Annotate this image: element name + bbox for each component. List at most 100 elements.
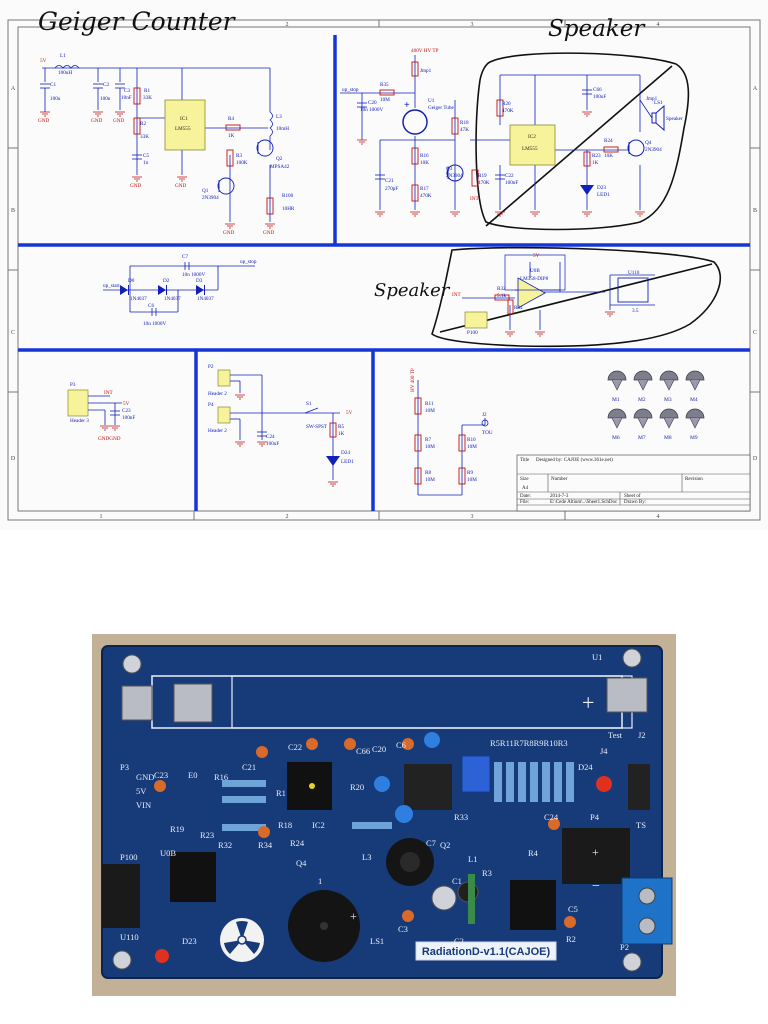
r35-label: R35 (380, 82, 389, 88)
c2-value: 100n (100, 96, 111, 102)
blue-cap (374, 776, 390, 792)
date-value: 2014-7-3 (550, 494, 569, 499)
silk-ts: TS (636, 820, 646, 830)
ls1-label: LS1 (654, 100, 663, 106)
col-label: 1 (100, 22, 103, 28)
r23-label: R23 (592, 153, 601, 159)
silk-c5: C5 (568, 904, 578, 914)
c24-value: 100uF (266, 441, 279, 447)
r7-value: 10M (425, 444, 435, 450)
silk-r19: R19 (170, 824, 184, 834)
row-label: C (11, 330, 15, 336)
file-label: File: (520, 500, 529, 505)
mount-label: M4 (690, 397, 698, 403)
silk-c6: C6 (396, 740, 406, 750)
r16-label: R16 (420, 153, 429, 159)
silk-r16: R16 (214, 772, 228, 782)
q3-part: 2N3904 (446, 173, 463, 179)
c20-label: C20 (368, 100, 377, 106)
p4-name: Header 2 (208, 428, 227, 434)
size-label: Size (520, 477, 529, 482)
r24-value: 10K (604, 153, 613, 159)
d0-part: 1N4037 (130, 296, 147, 302)
col-label: 4 (657, 22, 660, 28)
r24-label: R24 (604, 138, 613, 144)
mount-label: M7 (638, 435, 646, 441)
u1-part: Geiger Tube (428, 105, 454, 111)
int-net: INT (104, 390, 113, 396)
title-label: Title (520, 458, 530, 463)
opamp-symbol (517, 277, 546, 309)
gnd-label: GND (113, 118, 124, 124)
sheet-label: Sheet of (624, 494, 641, 499)
silk-plus: + (350, 909, 357, 923)
silk-c3: C3 (398, 924, 408, 934)
power-switch[interactable] (628, 764, 650, 810)
s1-label: S1 (306, 401, 312, 407)
silk-d24: D24 (578, 762, 593, 772)
c1-value: 100u (50, 96, 61, 102)
gnd-label: GND (91, 118, 102, 124)
r35-value: 10M (380, 97, 390, 103)
geiger-counter-annotation: Geiger Counter (38, 7, 237, 36)
ceramic-caps (154, 738, 576, 928)
silk-r32: R32 (218, 840, 232, 850)
col-label: 3 (471, 514, 474, 520)
silk-u0b: U0B (160, 848, 176, 858)
r23-value: 1K (592, 160, 599, 166)
col-label: 2 (286, 514, 289, 520)
silk-plus: + (592, 845, 599, 859)
r1-value: 33K (143, 95, 152, 101)
j2-value: TOU (482, 430, 493, 436)
d2-label: D2 (163, 278, 170, 284)
mount-hole: M7 (633, 408, 653, 441)
ic2-label: IC2 (528, 134, 536, 140)
pcb-photo: + (92, 634, 676, 996)
geiger-tube-symbol (402, 109, 428, 135)
c7-label: C7 (182, 254, 188, 260)
d23-led-symbol (580, 185, 594, 195)
mount-hole: M8 (659, 408, 679, 441)
c1-label: C1 (50, 82, 56, 88)
p2-label: P2 (208, 364, 214, 370)
silk-r23: R23 (200, 830, 214, 840)
silk-vin: VIN (136, 800, 151, 810)
mount-label: M9 (690, 435, 698, 441)
c6-value: 10n 1000V (143, 321, 166, 327)
silk-c1: C1 (452, 876, 462, 886)
silk-resistor-row: R5R11R7R8R9R10R3 (490, 738, 568, 748)
schematic-sheet: 1 2 3 4 1 2 3 4 A B C D A B C D Geiger C… (7, 7, 761, 521)
row-label: A (11, 86, 16, 92)
p2-header (217, 369, 231, 387)
mounting-holes: M1 M2 M3 M4 M6 M7 M8 M9 (607, 370, 705, 441)
p3-name: Header 3 (70, 418, 89, 424)
potentiometer (461, 755, 491, 793)
speaker-annotation-top: Speaker (548, 16, 646, 42)
p4-label: P4 (208, 402, 214, 408)
c66-label: C66 (593, 87, 602, 93)
d2-part: 1N4037 (164, 296, 181, 302)
ic2-chip (509, 124, 556, 166)
mount-hole: M3 (659, 370, 679, 403)
s1-value: SW-SPST (306, 424, 328, 430)
d24-led-symbol (326, 456, 340, 466)
c23-label: C23 (122, 408, 131, 414)
gnd-label: GND (223, 230, 234, 236)
q2-part: MPSA42 (270, 164, 290, 170)
section-dividers (18, 35, 750, 511)
blue-cap (424, 732, 440, 748)
u110-value: 3.5 (632, 308, 639, 314)
r2-label: R2 (140, 121, 146, 127)
ic1-chip (164, 99, 206, 151)
resistors-left (222, 780, 475, 924)
r100-value: 10HR (282, 206, 295, 212)
transistor-cluster (404, 764, 452, 810)
silk-c22: C22 (288, 742, 302, 752)
silk-c24: C24 (544, 812, 559, 822)
silk-q2: Q2 (440, 840, 450, 850)
c6-label: C6 (148, 303, 154, 309)
net-5v-label: 5V (533, 253, 540, 259)
q4-part: 2N3904 (645, 147, 662, 153)
c2-label: C2 (103, 82, 109, 88)
silk-c7: C7 (426, 838, 436, 848)
